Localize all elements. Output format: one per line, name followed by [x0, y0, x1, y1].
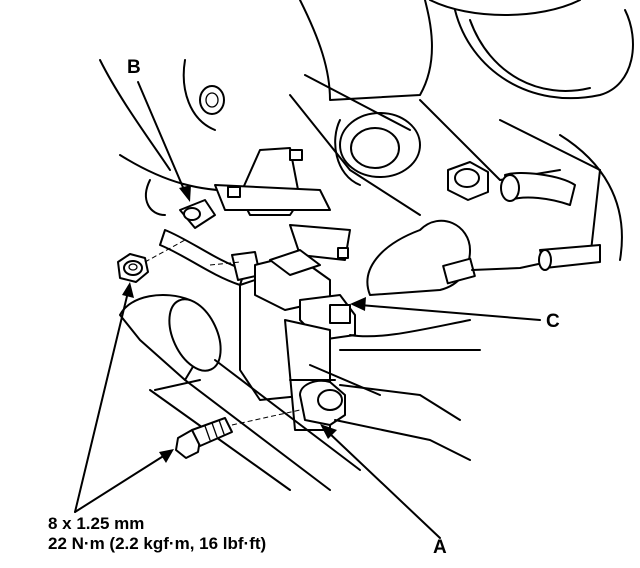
fastener-size: 8 x 1.25 mm [48, 514, 145, 533]
callout-a: A [433, 537, 447, 558]
fastener-spec: 8 x 1.25 mm 22 N·m (2.2 kgf·m, 16 lbf·ft… [48, 514, 266, 553]
bracket-drawing [99, 59, 351, 286]
flange-nut-drawing [117, 253, 149, 283]
leader-lines [74, 81, 541, 539]
fastener-torque: 22 N·m (2.2 kgf·m, 16 lbf·ft) [48, 533, 267, 553]
callout-b: B [127, 57, 141, 78]
flange-bolt-drawing [175, 417, 233, 459]
hose-drawing [119, 294, 361, 491]
engine-block-drawing [182, 0, 634, 296]
callout-c: C [546, 311, 560, 332]
sensor-connector-drawing [239, 249, 481, 461]
